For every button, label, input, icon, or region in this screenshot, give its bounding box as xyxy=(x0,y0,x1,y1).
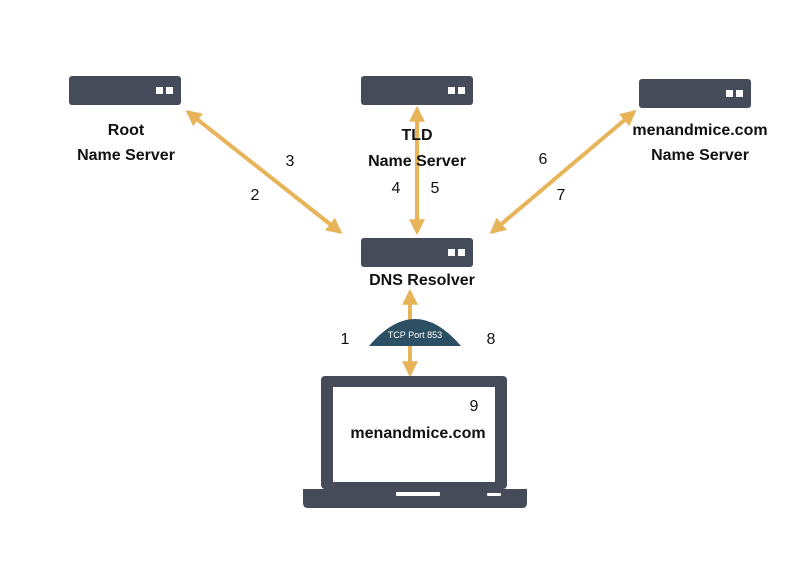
auth-server-label-line1: menandmice.com xyxy=(632,122,767,139)
step-3: 3 xyxy=(286,153,295,170)
step-8: 8 xyxy=(487,331,496,348)
tunnel-label: TCP Port 853 xyxy=(388,330,442,340)
arrow-auth-resolver xyxy=(489,109,637,235)
resolver-label: DNS Resolver xyxy=(369,272,475,289)
step-4: 4 xyxy=(392,180,401,197)
step-9: 9 xyxy=(470,398,479,415)
auth-server-icon xyxy=(639,79,751,108)
arrow-root-resolver xyxy=(185,110,343,234)
auth-server-label-line2: Name Server xyxy=(651,147,749,164)
tld-server-label-line2: Name Server xyxy=(368,153,466,170)
step-6: 6 xyxy=(539,151,548,168)
root-server-label-line1: Root xyxy=(108,122,145,139)
tld-server-label-line1: TLD xyxy=(401,127,432,144)
step-7: 7 xyxy=(557,187,566,204)
laptop-icon xyxy=(303,376,527,508)
step-2: 2 xyxy=(251,187,260,204)
tld-server-icon xyxy=(361,76,473,105)
root-server-label-line2: Name Server xyxy=(77,147,175,164)
step-5: 5 xyxy=(431,180,440,197)
tls-tunnel-shape xyxy=(369,319,461,346)
root-server-icon xyxy=(69,76,181,105)
step-1: 1 xyxy=(341,331,350,348)
client-screen-text: menandmice.com xyxy=(350,425,485,442)
resolver-server-icon xyxy=(361,238,473,267)
